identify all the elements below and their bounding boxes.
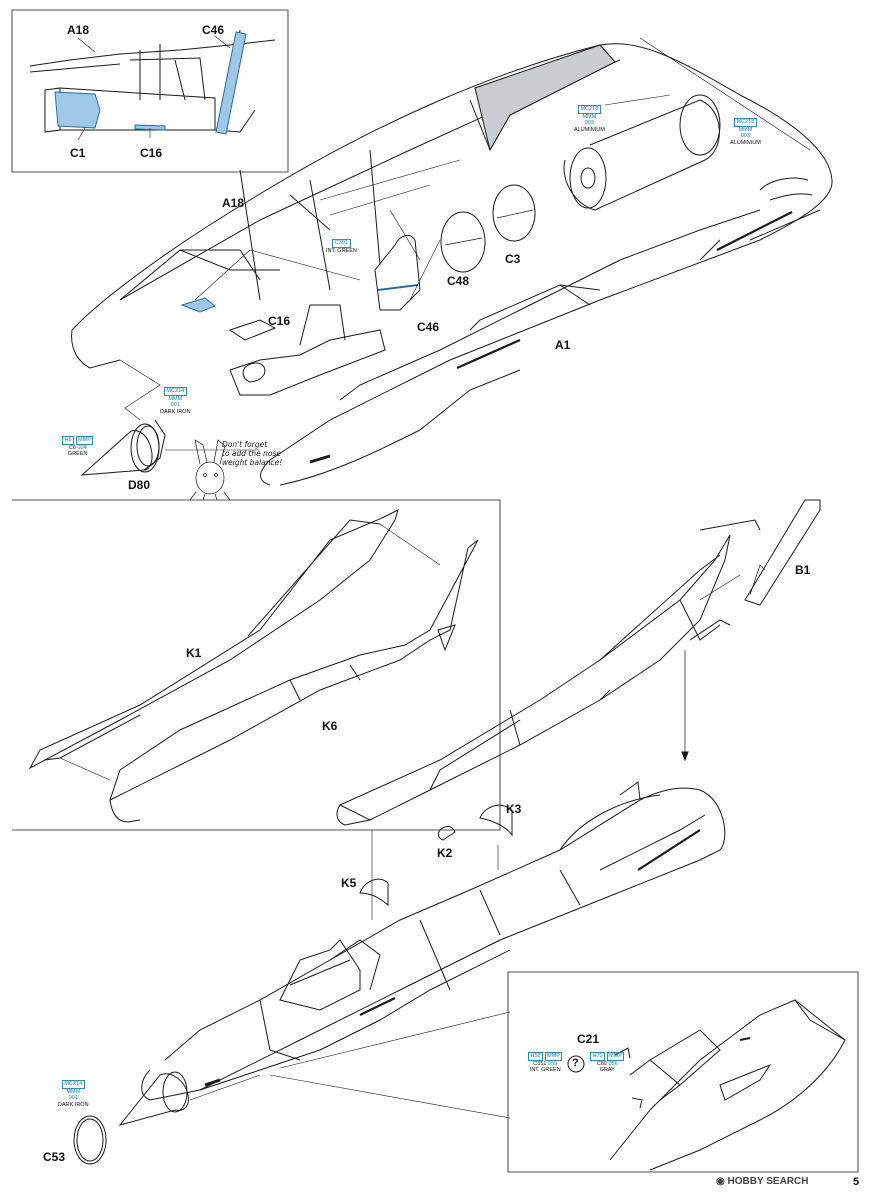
label-a1: A1 xyxy=(555,338,571,352)
question-mark: ? xyxy=(572,1057,579,1069)
fuselage-complete xyxy=(141,781,726,1101)
b1-rudder xyxy=(744,499,821,606)
c46-inset-part xyxy=(215,31,247,135)
color-callout-mc218-a: MC218 MMM 003 ALUMINIUM xyxy=(574,105,605,133)
label-k5: K5 xyxy=(341,876,357,890)
label-c1: C1 xyxy=(70,146,86,160)
page-number: 5 xyxy=(853,1176,860,1188)
color-callout-mc214-b: MC214 MMM 001 DARK IRON xyxy=(58,1080,89,1108)
label-k2: K2 xyxy=(437,846,453,860)
k5-part xyxy=(359,878,389,907)
question-circle xyxy=(567,1055,585,1073)
panel-frame-tail xyxy=(12,499,501,831)
label-a18-inset: A18 xyxy=(67,23,90,37)
color-callout-h6: H6 MMP C6 004 GREEN xyxy=(62,436,94,458)
canopy-closed xyxy=(279,939,361,1011)
inset-frame-canopy xyxy=(507,971,859,1173)
label-c3: C3 xyxy=(505,252,521,266)
c48-bulkhead xyxy=(440,211,486,273)
label-c46-inset: C46 xyxy=(202,23,225,37)
c16-part xyxy=(180,297,216,313)
label-a18: A18 xyxy=(222,196,245,210)
label-k6: K6 xyxy=(322,719,338,733)
c3-bulkhead xyxy=(492,184,536,242)
canopy-detail-inset xyxy=(609,999,846,1171)
label-c48: C48 xyxy=(447,274,470,288)
color-callout-h58: H58 MMP C351 059 INT. GREEN xyxy=(528,1052,563,1073)
hobby-search-logo-icon: ◉ xyxy=(716,1176,728,1187)
c46-part xyxy=(374,234,421,311)
c16-inset-part xyxy=(134,124,166,131)
k1-fuselage-half xyxy=(28,509,399,770)
cockpit-tub xyxy=(229,329,386,396)
label-c21: C21 xyxy=(577,1032,600,1046)
assembled-tail xyxy=(336,519,761,826)
label-k1: K1 xyxy=(186,646,202,660)
nose-weight-note: Don't forget to add the nose weight bala… xyxy=(222,440,283,467)
label-b1: B1 xyxy=(795,563,811,577)
label-c16: C16 xyxy=(268,314,291,328)
d80-nose-cone xyxy=(80,419,166,476)
label-k3: K3 xyxy=(506,802,522,816)
color-callout-mc214-a: MC214 MMM 001 DARK IRON xyxy=(160,387,191,415)
k6-fuselage-half xyxy=(109,539,479,823)
label-c16-inset: C16 xyxy=(140,146,163,160)
color-callout-h70: H70 MMP C60 056 GRAY xyxy=(590,1052,625,1074)
a1-aluminium-panel xyxy=(474,44,616,152)
k2-part xyxy=(437,826,456,841)
color-callout-mc218-b: MC218 MMM 003 ALUMINIUM xyxy=(730,118,761,146)
hobby-search-watermark: ◉ HOBBY SEARCH xyxy=(716,1176,809,1187)
c1-part xyxy=(54,91,101,129)
label-d80: D80 xyxy=(128,478,151,492)
fuselage-upper xyxy=(71,43,833,486)
c53-nose-ring xyxy=(73,1071,189,1165)
inset-frame-cockpit xyxy=(11,9,289,173)
label-c46: C46 xyxy=(417,320,440,334)
k3-part xyxy=(479,804,513,837)
color-callout-c391: C391 INT. GREEN xyxy=(326,239,357,254)
label-c53: C53 xyxy=(43,1150,66,1164)
mascot-rabbit xyxy=(189,439,231,501)
